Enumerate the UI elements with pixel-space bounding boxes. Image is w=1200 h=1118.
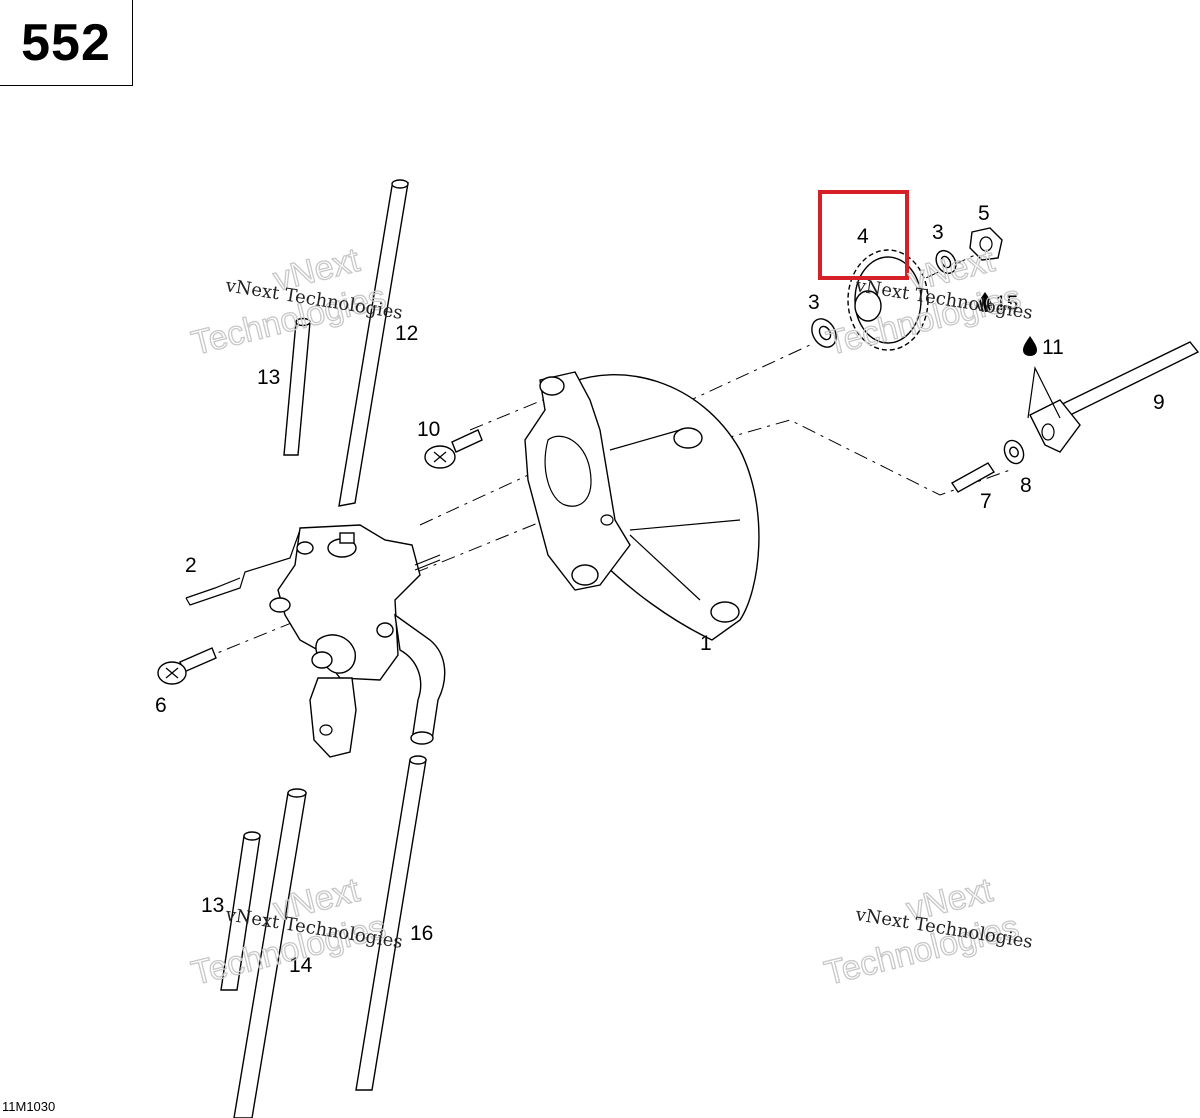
part-5-nut <box>969 227 1003 261</box>
highlight-box-callout-4 <box>818 190 909 280</box>
part-3-washer-right <box>935 249 957 275</box>
part-12-tube <box>338 179 409 507</box>
callout-16[interactable]: 16 <box>410 922 433 945</box>
callout-12[interactable]: 12 <box>395 322 418 345</box>
callout-4[interactable]: 4 <box>857 225 869 248</box>
part-14-tube <box>233 788 307 1118</box>
part-3-washer-left <box>811 318 837 348</box>
callout-7[interactable]: 7 <box>980 490 992 513</box>
part-1-cover-plate <box>524 371 760 641</box>
callout-9[interactable]: 9 <box>1153 391 1165 414</box>
callout-labels: 1 2 3 3 4 5 6 7 8 9 10 11 12 13 13 14 15… <box>155 202 1165 977</box>
part-13-tube-upper <box>283 317 311 456</box>
callout-8[interactable]: 8 <box>1020 474 1032 497</box>
part-16-tube <box>355 755 427 1091</box>
callout-11[interactable]: 11 <box>1042 336 1064 359</box>
callout-15[interactable]: 15 <box>995 292 1018 315</box>
callout-10[interactable]: 10 <box>417 418 440 441</box>
oil-drop-icon <box>1023 336 1037 356</box>
part-6-screw <box>157 647 217 685</box>
oil-drop-icon <box>978 292 992 312</box>
callout-3-right[interactable]: 3 <box>932 221 944 244</box>
callout-5[interactable]: 5 <box>978 202 990 225</box>
part-7-pin <box>950 462 996 493</box>
page-number-box: 552 <box>0 0 133 86</box>
page-number: 552 <box>21 13 111 72</box>
drawing-code: 11M1030 <box>2 1099 56 1114</box>
part-10-screw <box>424 429 483 469</box>
part-9-shaft <box>1029 341 1200 453</box>
callout-3-left[interactable]: 3 <box>808 291 820 314</box>
callout-14[interactable]: 14 <box>289 954 313 977</box>
leader-line-11 <box>1027 366 1061 419</box>
callout-13-upper[interactable]: 13 <box>257 366 280 389</box>
callout-1[interactable]: 1 <box>700 632 712 655</box>
callout-2[interactable]: 2 <box>185 554 197 577</box>
callout-13-lower[interactable]: 13 <box>201 894 224 917</box>
callout-6[interactable]: 6 <box>155 694 167 717</box>
part-2-oil-pump-assembly <box>185 524 446 758</box>
part-8-washer <box>1003 439 1025 465</box>
part-13-tube-lower <box>220 831 261 991</box>
